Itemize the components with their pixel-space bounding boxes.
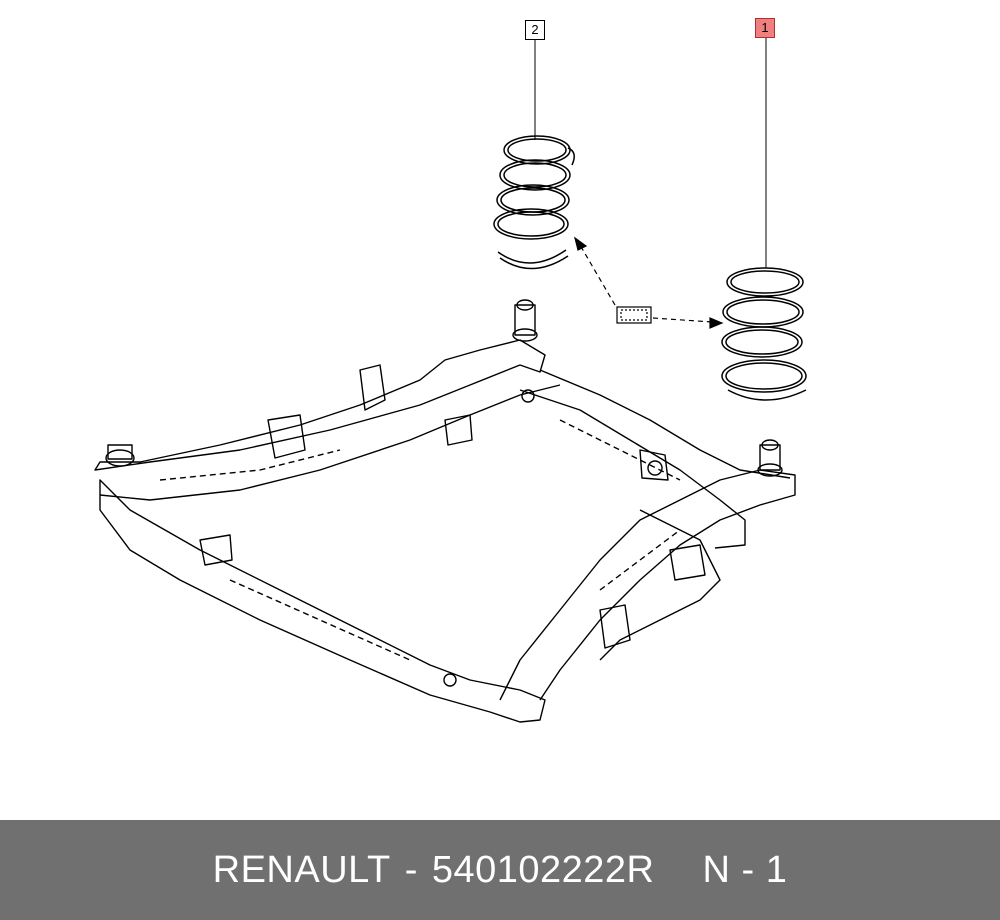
coil-spring-1-icon xyxy=(721,267,807,401)
callout-1[interactable]: 1 xyxy=(755,18,775,38)
parts-diagram xyxy=(94,38,807,723)
front-subframe-icon xyxy=(94,299,796,723)
separator: - xyxy=(404,848,418,891)
callout-2[interactable]: 2 xyxy=(525,20,545,40)
reference-tag-icon xyxy=(574,236,724,329)
footer-bar: RENAULT - 540102222R N - 1 xyxy=(0,820,1000,920)
quantity-note: N - 1 xyxy=(702,848,788,891)
coil-spring-2-icon xyxy=(493,135,575,270)
part-number: 540102222R xyxy=(431,848,655,891)
brand-label: RENAULT xyxy=(212,848,391,891)
